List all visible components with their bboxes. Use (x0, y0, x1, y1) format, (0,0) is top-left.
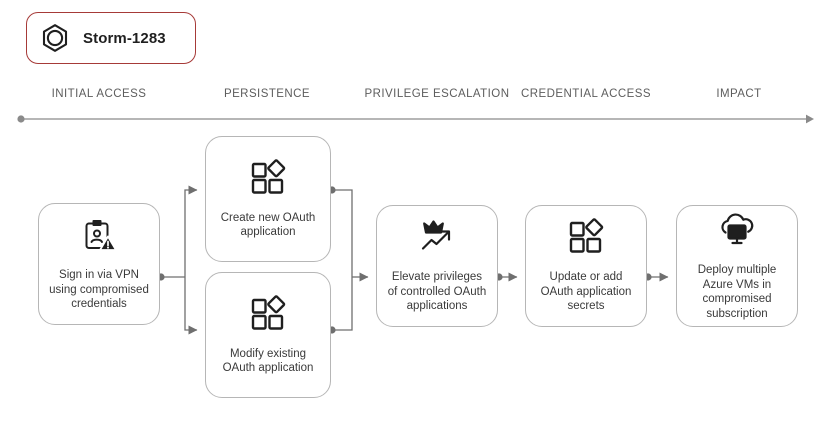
attack-step-label: Update or add OAuth application secrets (540, 271, 632, 313)
attack-step-create[interactable]: Create new OAuth application (205, 136, 331, 262)
connector-signin-to-persistence (157, 185, 198, 335)
phase-label-persistence: PERSISTENCE (223, 88, 311, 100)
attack-step-label: Sign in via VPN using compromised creden… (49, 269, 149, 311)
threat-actor-badge[interactable]: Storm-1283 (26, 12, 196, 64)
timeline-origin-dot (17, 115, 25, 123)
connector-persistence-to-elevate (328, 186, 369, 334)
connector-secrets-to-deploy (644, 272, 669, 282)
attack-step-label: Deploy multiple Azure VMs in compromised… (697, 264, 777, 320)
connector-elevate-to-secrets (495, 272, 518, 282)
attack-step-modify[interactable]: Modify existing OAuth application (205, 272, 331, 398)
hexagon-circle-icon (39, 22, 71, 54)
cloud-vm-icon (718, 211, 756, 254)
phase-label-impact: IMPACT (716, 88, 762, 100)
attack-step-deploy[interactable]: Deploy multiple Azure VMs in compromised… (676, 205, 798, 327)
phase-timeline: INITIAL ACCESS PERSISTENCE PRIVILEGE ESC… (0, 88, 830, 124)
app-grid-icon (249, 294, 287, 338)
badge-user-warning-icon (80, 216, 118, 259)
crown-trending-up-icon (418, 218, 456, 261)
attack-step-signin[interactable]: Sign in via VPN using compromised creden… (38, 203, 160, 325)
attack-step-elevate[interactable]: Elevate privileges of controlled OAuth a… (376, 205, 498, 327)
phase-label-initial-access: INITIAL ACCESS (51, 88, 147, 100)
app-grid-icon (249, 158, 287, 202)
attack-step-label: Elevate privileges of controlled OAuth a… (387, 271, 487, 313)
app-grid-icon (567, 218, 605, 261)
attack-step-label: Create new OAuth application (220, 211, 316, 239)
timeline-arrowhead (806, 114, 814, 124)
threat-actor-name: Storm-1283 (83, 29, 166, 47)
phase-label-privilege-escalation: PRIVILEGE ESCALATION (364, 88, 510, 100)
timeline-axis (17, 114, 814, 124)
attack-step-secrets[interactable]: Update or add OAuth application secrets (525, 205, 647, 327)
phase-label-credential-access: CREDENTIAL ACCESS (521, 88, 651, 100)
attack-step-label: Modify existing OAuth application (222, 347, 314, 375)
